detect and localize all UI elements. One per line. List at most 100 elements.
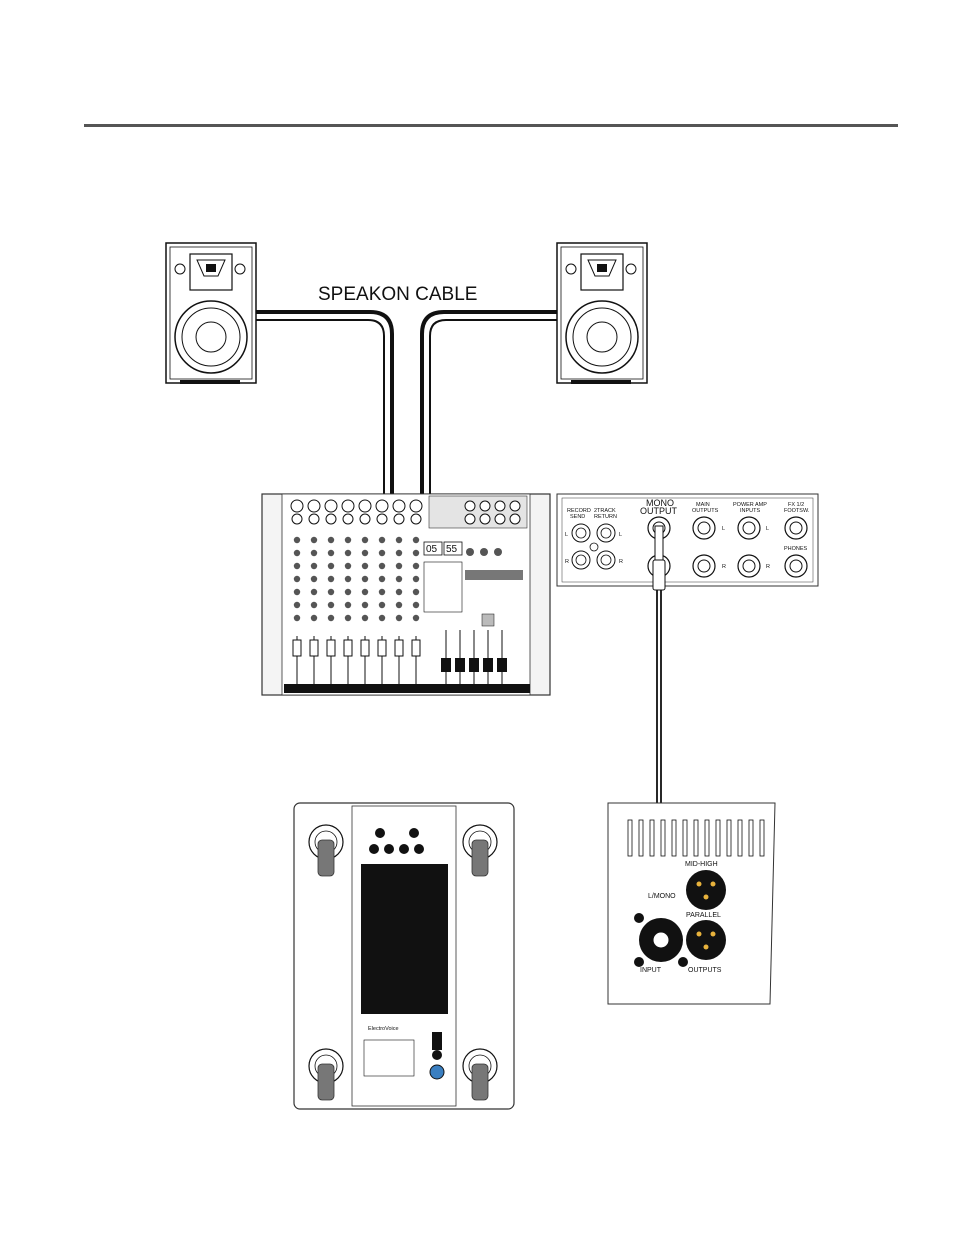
mono-output-label: MONOOUTPUT	[640, 498, 678, 516]
channel-knob	[379, 615, 385, 621]
parallel-label: PARALLEL	[686, 912, 721, 919]
xlr-input-2	[308, 500, 320, 512]
channel-knob	[396, 602, 402, 608]
jack-input-8	[411, 514, 421, 524]
speakon-cable-label: SPEAKON CABLE	[318, 284, 477, 305]
xlr-input-7	[393, 500, 405, 512]
channel-knob	[311, 563, 317, 569]
channel-knob	[345, 537, 351, 543]
channel-knob	[362, 563, 368, 569]
channel-knob	[379, 550, 385, 556]
channel-knob	[413, 589, 419, 595]
fader-cap	[344, 640, 352, 656]
channel-knob	[362, 537, 368, 543]
channel-knob	[413, 563, 419, 569]
master-fader-cap	[455, 658, 465, 672]
jack-input-4	[343, 514, 353, 524]
vent-slot	[661, 820, 665, 856]
xlr-input-6	[376, 500, 388, 512]
channel-knob	[328, 576, 334, 582]
channel-knob	[311, 550, 317, 556]
vent-slot	[749, 820, 753, 856]
svg-text:L: L	[565, 532, 568, 538]
channel-knob	[396, 589, 402, 595]
sub-io-panel: MID-HIGH L/MONO PARALLEL INPUT OUTPUTS	[608, 803, 775, 1004]
channel-knob	[294, 602, 300, 608]
channel-knob	[396, 615, 402, 621]
xlr-mid-high	[686, 870, 726, 910]
fader-cap	[293, 640, 301, 656]
master-fader-cap	[497, 658, 507, 672]
channel-knob	[345, 550, 351, 556]
aux-jack	[510, 501, 520, 511]
channel-knob	[396, 563, 402, 569]
cable-right-inner	[430, 320, 557, 500]
speakon-cables	[256, 312, 557, 500]
channel-knob	[345, 563, 351, 569]
xlr-input-1	[291, 500, 303, 512]
cable-left-outer	[256, 312, 392, 500]
fader-cap	[327, 640, 335, 656]
channel-knob	[345, 589, 351, 595]
channel-knob	[311, 602, 317, 608]
speaker-right	[557, 243, 647, 384]
channel-knob	[311, 576, 317, 582]
vent-slot	[716, 820, 720, 856]
channel-knob	[413, 550, 419, 556]
channel-knob	[396, 537, 402, 543]
channel-knob	[328, 550, 334, 556]
jack-input-7	[394, 514, 404, 524]
vent-slot	[738, 820, 742, 856]
channel-knob	[345, 576, 351, 582]
handle-grip	[318, 1064, 334, 1100]
jack-input-2	[309, 514, 319, 524]
channel-knob	[362, 615, 368, 621]
channel-knob	[294, 563, 300, 569]
channel-knob	[294, 550, 300, 556]
aux-jack	[480, 501, 490, 511]
aux-jack	[495, 514, 505, 524]
aux-jack	[480, 514, 490, 524]
display-b: 55	[446, 544, 458, 555]
aux-jack	[510, 514, 520, 524]
speaker-left	[166, 243, 256, 384]
subwoofer-rear-view: ElectroVoice	[294, 803, 514, 1109]
channel-knob	[328, 589, 334, 595]
xlr-input-3	[325, 500, 337, 512]
channel-knob	[362, 576, 368, 582]
aux-jack	[465, 514, 475, 524]
handle-grip	[318, 840, 334, 876]
channel-knob	[345, 615, 351, 621]
cable-left-inner	[256, 320, 384, 500]
jack-input-5	[360, 514, 370, 524]
svg-text:R: R	[619, 559, 623, 565]
xlr-input-4	[342, 500, 354, 512]
channel-knob	[294, 589, 300, 595]
svg-text:L: L	[722, 526, 725, 532]
channel-knob	[311, 589, 317, 595]
channel-knob	[379, 563, 385, 569]
channel-knob	[311, 615, 317, 621]
channel-knob	[328, 602, 334, 608]
channel-knob	[328, 563, 334, 569]
vent-slot	[760, 820, 764, 856]
aux-jack	[465, 501, 475, 511]
svg-text:L: L	[766, 526, 769, 532]
amp-heatsink	[361, 864, 448, 1014]
channel-knob	[413, 602, 419, 608]
cable-right-outer	[422, 312, 557, 500]
display-a: 05	[426, 544, 438, 555]
master-fader-cap	[469, 658, 479, 672]
xlr-input-5	[359, 500, 371, 512]
fader-cap	[412, 640, 420, 656]
svg-text:R: R	[722, 564, 726, 570]
channel-knob	[294, 537, 300, 543]
input-label: INPUT	[640, 967, 662, 974]
svg-text:R: R	[766, 564, 770, 570]
vent-slot	[683, 820, 687, 856]
jack-input-3	[326, 514, 336, 524]
